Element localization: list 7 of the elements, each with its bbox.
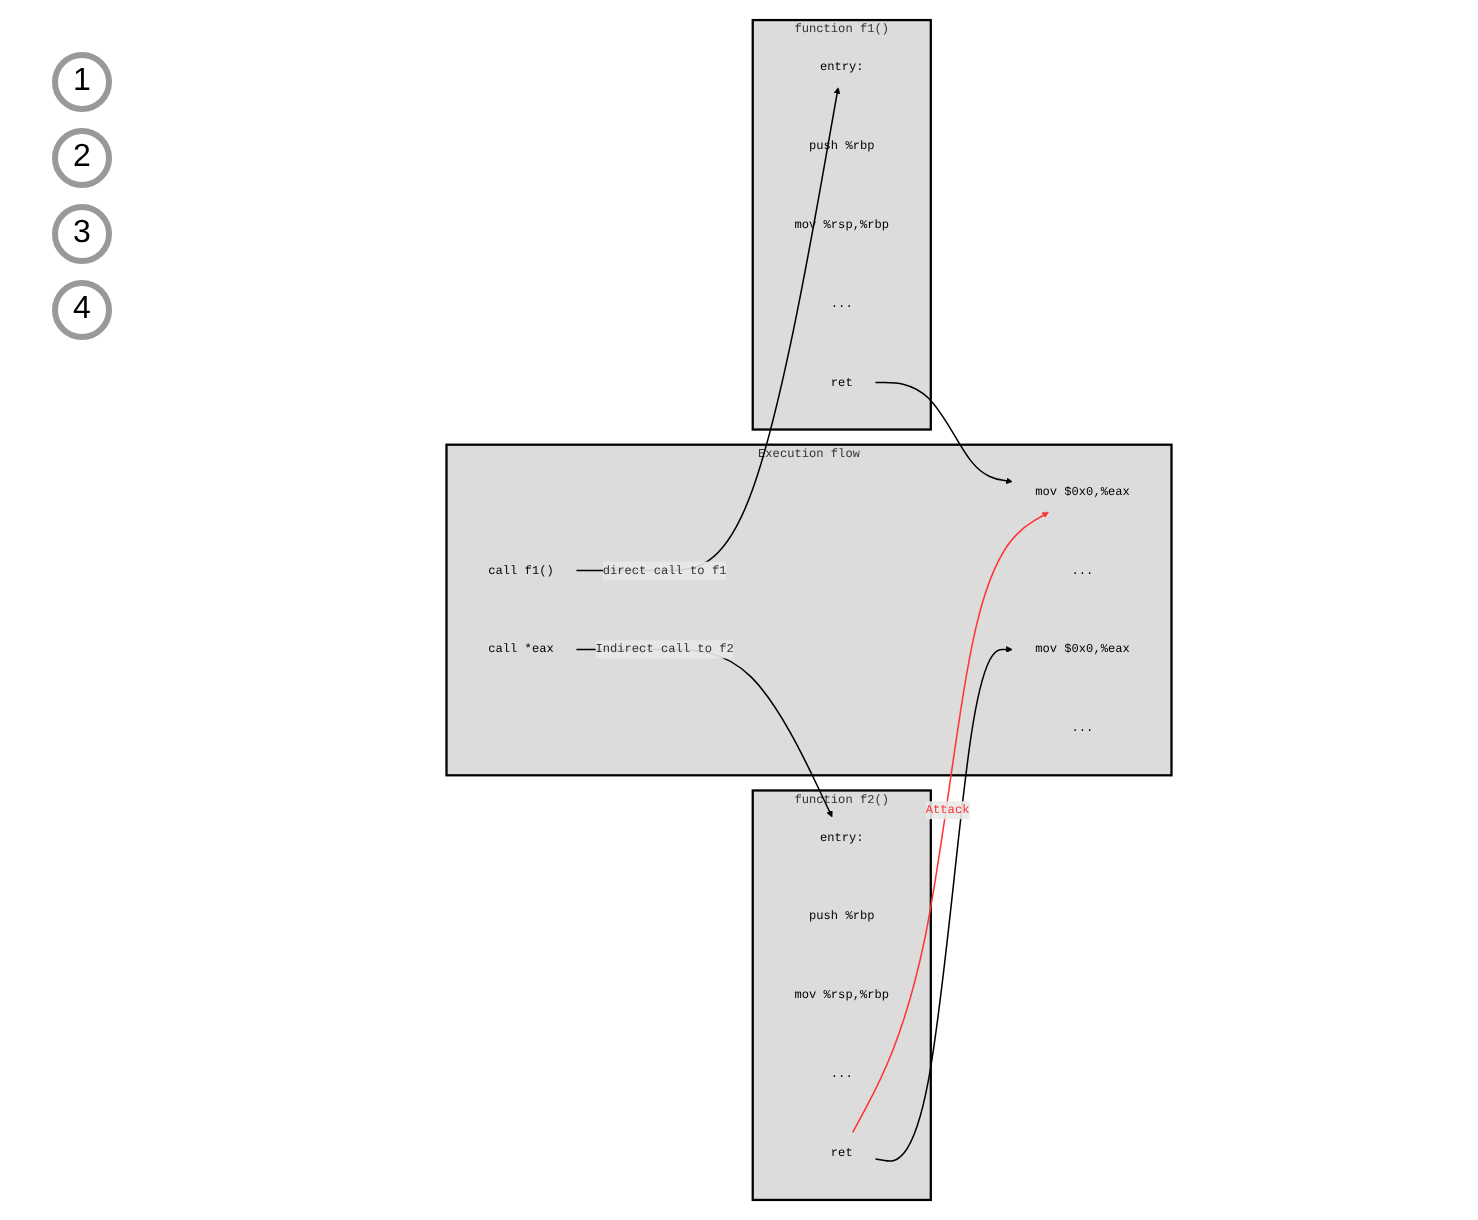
arrow xyxy=(874,646,1013,1162)
step-number: 1 xyxy=(52,52,112,112)
step-number: 4 xyxy=(52,280,112,340)
arrow xyxy=(852,511,1049,1134)
step-number: 3 xyxy=(52,204,112,264)
arrow xyxy=(874,381,1013,485)
step-number: 2 xyxy=(52,128,112,188)
